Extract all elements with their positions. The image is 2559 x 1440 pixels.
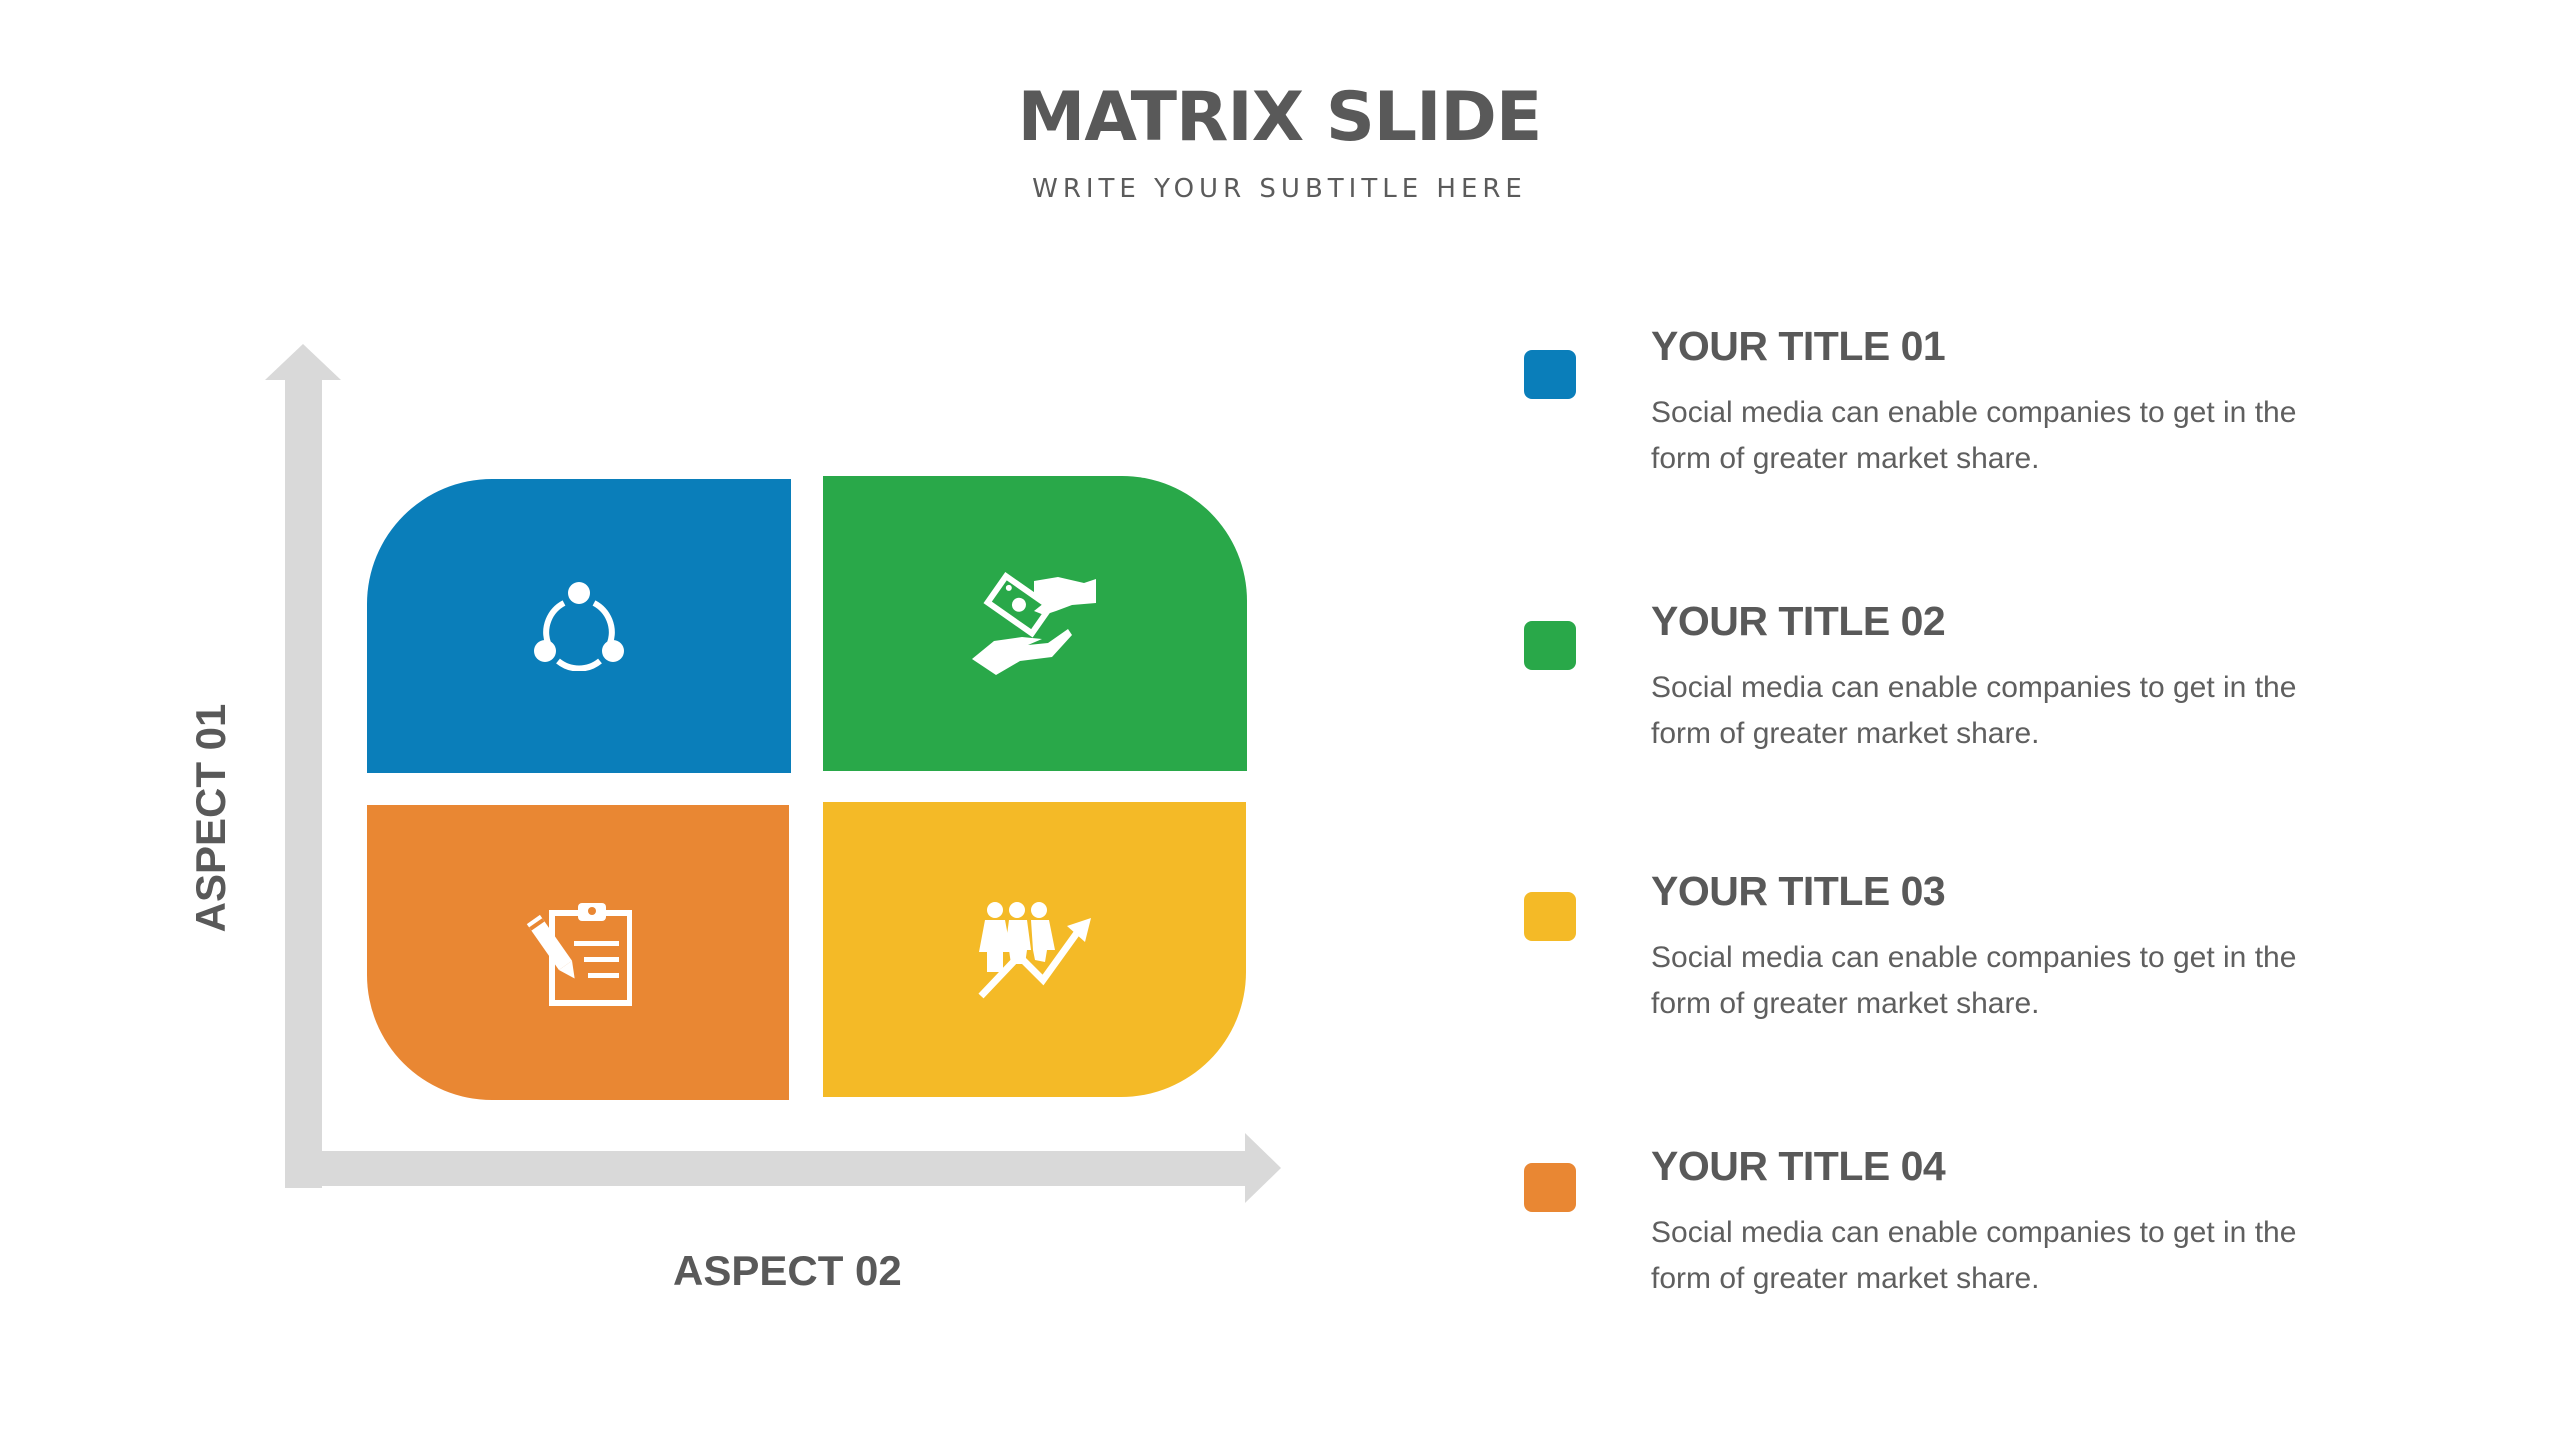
x-axis-arrow-right-icon xyxy=(1245,1133,1281,1203)
y-axis-arrow-shaft xyxy=(285,378,322,1188)
legend-item-3: YOUR TITLE 03 Social media can enable co… xyxy=(1524,867,2324,1107)
clipboard-pencil-icon xyxy=(524,899,632,1007)
x-axis-label: ASPECT 02 xyxy=(673,1247,902,1294)
money-exchange-hands-icon xyxy=(972,571,1098,677)
share-network-icon xyxy=(534,581,624,671)
legend-swatch-yellow xyxy=(1524,892,1576,941)
slide-subtitle: WRITE YOUR SUBTITLE HERE xyxy=(1032,174,1527,204)
legend-swatch-green xyxy=(1524,621,1576,670)
slide-title: MATRIX SLIDE xyxy=(1017,78,1543,157)
legend-item-body: Social media can enable companies to get… xyxy=(1651,941,2297,1020)
quadrant-bottom-left xyxy=(367,805,789,1100)
y-axis-arrow-up-icon xyxy=(265,344,341,380)
quadrant-bottom-right xyxy=(823,802,1246,1097)
legend-item-title: YOUR TITLE 02 xyxy=(1651,598,1946,644)
legend-item-body: Social media can enable companies to get… xyxy=(1651,396,2297,475)
legend-item-title: YOUR TITLE 03 xyxy=(1651,868,1946,914)
legend-item-title: YOUR TITLE 04 xyxy=(1651,1143,1946,1189)
legend-item-body: Social media can enable companies to get… xyxy=(1651,1216,2297,1295)
legend-item-1: YOUR TITLE 01 Social media can enable co… xyxy=(1524,322,2324,562)
quadrant-top-left xyxy=(367,479,791,773)
x-axis-arrow-shaft xyxy=(285,1151,1247,1186)
legend-item-2: YOUR TITLE 02 Social media can enable co… xyxy=(1524,597,2324,837)
y-axis-label: ASPECT 01 xyxy=(187,703,234,933)
legend-item-title: YOUR TITLE 01 xyxy=(1651,323,1946,369)
legend-item-4: YOUR TITLE 04 Social media can enable co… xyxy=(1524,1142,2324,1382)
legend-swatch-blue xyxy=(1524,350,1576,399)
team-growth-chart-icon xyxy=(975,900,1095,1000)
quadrant-top-right xyxy=(823,476,1247,771)
legend-swatch-orange xyxy=(1524,1163,1576,1212)
legend-item-body: Social media can enable companies to get… xyxy=(1651,671,2297,750)
